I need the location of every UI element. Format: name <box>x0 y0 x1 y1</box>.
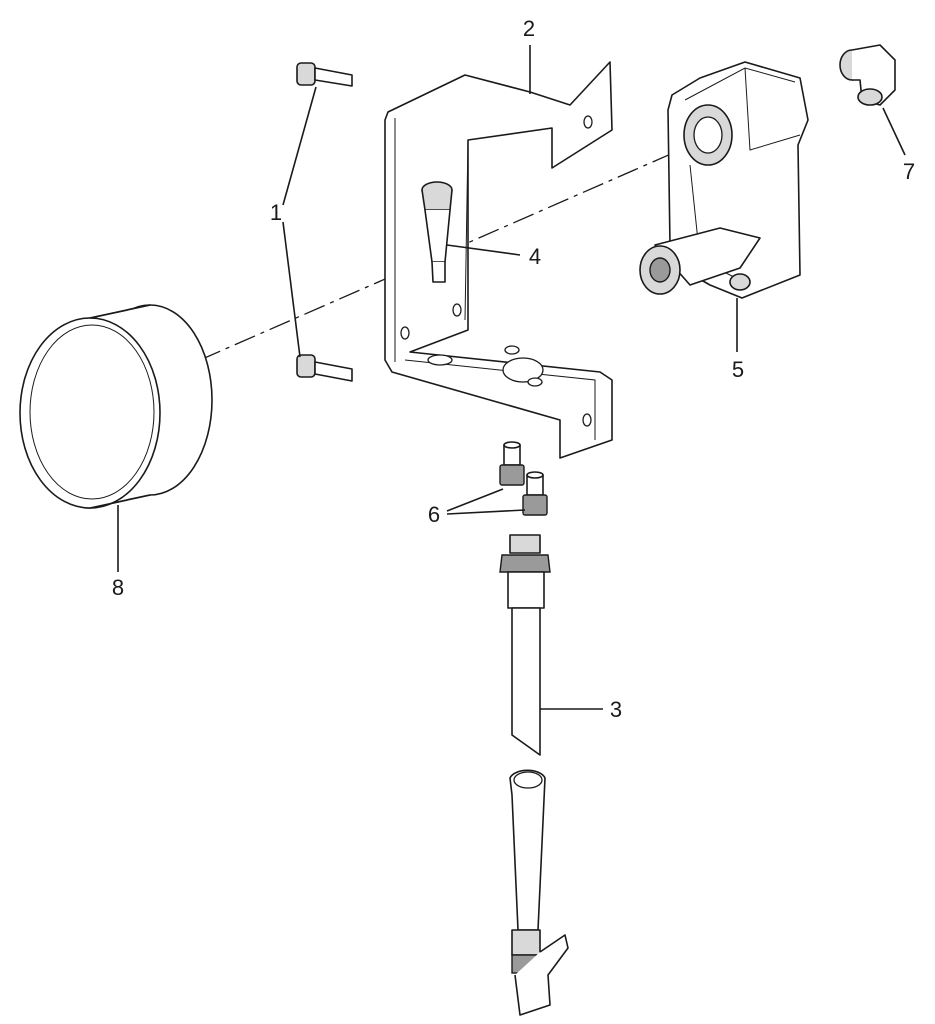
part-1-screws <box>296 62 353 382</box>
callout-8: 8 <box>112 575 124 600</box>
screw-top <box>296 62 353 87</box>
callout-4: 4 <box>529 244 541 269</box>
callout-3: 3 <box>610 697 622 722</box>
callout-6: 6 <box>428 502 440 527</box>
part-4-tapered-pin <box>421 181 453 283</box>
part-5-holder <box>639 61 809 299</box>
leader-4 <box>446 244 521 256</box>
callout-7: 7 <box>903 159 915 184</box>
cap-screw-a <box>499 441 525 486</box>
screw-bottom <box>296 354 353 382</box>
part-6-cap-screws <box>499 441 548 516</box>
part-3-tube-assembly <box>499 534 569 1016</box>
cap-screw-b <box>522 471 548 516</box>
leader-6a <box>446 488 504 512</box>
leader-7 <box>882 107 906 156</box>
callout-5: 5 <box>732 357 744 382</box>
part-8-round-cover <box>19 304 213 509</box>
leader-1-bottom <box>282 221 301 358</box>
part-7-elbow-fitting <box>839 44 896 106</box>
assembly-axis-line <box>199 149 681 361</box>
leader-1-top <box>282 86 317 206</box>
leader-lines <box>117 45 906 710</box>
leader-6b <box>446 509 526 515</box>
part-2-bracket <box>384 61 613 459</box>
callout-1: 1 <box>270 200 282 225</box>
callout-2: 2 <box>523 16 535 41</box>
